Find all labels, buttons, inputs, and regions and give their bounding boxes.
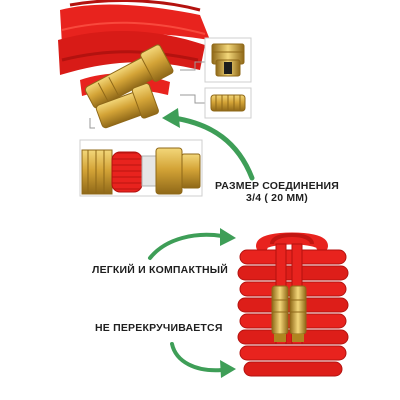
fitting-thumbnail-top bbox=[204, 37, 252, 83]
hose-coil-compact bbox=[237, 232, 349, 377]
leader-line-top bbox=[180, 61, 205, 71]
leader-line-bottom bbox=[89, 118, 95, 129]
fitting-thumbnail-bottom bbox=[204, 87, 252, 119]
no-twist-caption: НЕ ПЕРЕКРУЧИВАЕТСЯ bbox=[95, 322, 223, 334]
hose-detail-inset bbox=[79, 139, 203, 197]
connection-size-title: РАЗМЕР СОЕДИНЕНИЯ bbox=[214, 180, 340, 192]
connection-size-caption: РАЗМЕР СОЕДИНЕНИЯ 3/4 ( 20 ММ) bbox=[210, 180, 344, 204]
connection-size-value: 3/4 ( 20 ММ) bbox=[246, 192, 308, 204]
leader-line-middle bbox=[180, 94, 205, 104]
curved-arrow-icon bbox=[162, 108, 255, 181]
curved-arrow-icon bbox=[148, 228, 236, 260]
brass-connector-icon bbox=[84, 44, 174, 129]
light-compact-caption: ЛЕГКИЙ И КОМПАКТНЫЙ bbox=[92, 264, 228, 276]
curved-arrow-icon bbox=[170, 342, 236, 378]
